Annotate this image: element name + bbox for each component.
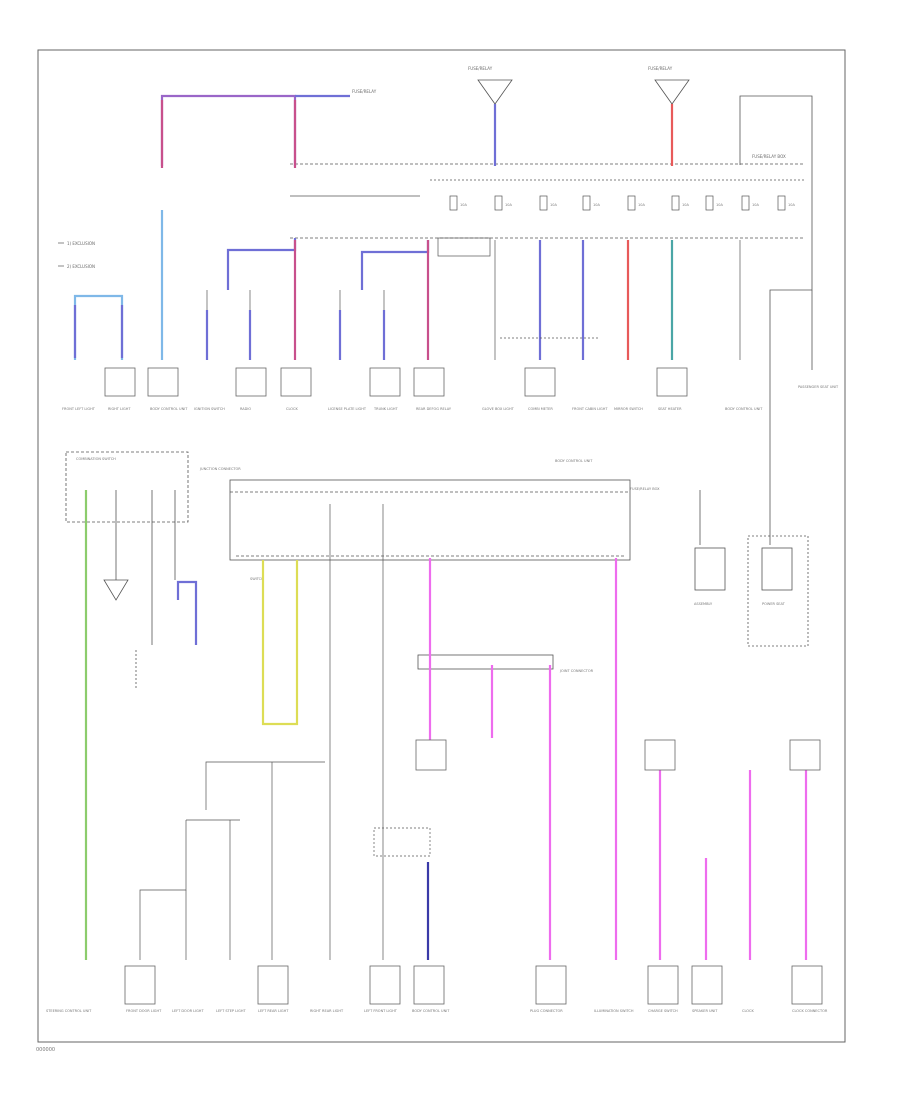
svg-text:FUSE/RELAY BOX: FUSE/RELAY BOX <box>752 154 786 159</box>
right-feed <box>739 95 813 440</box>
svg-text:JOINT CONNECTOR: JOINT CONNECTOR <box>559 669 594 673</box>
svg-text:CLOCK: CLOCK <box>742 1009 754 1013</box>
svg-text:POWER SEAT: POWER SEAT <box>762 602 786 606</box>
svg-text:IGNITION SWITCH: IGNITION SWITCH <box>194 407 225 411</box>
svg-text:SWITCH: SWITCH <box>250 577 264 581</box>
svg-text:COMBI METER: COMBI METER <box>528 407 553 411</box>
svg-text:ASSEMBLY: ASSEMBLY <box>694 602 713 606</box>
diagram-footer-code: 000000 <box>36 1047 56 1053</box>
svg-text:1) EXCLUSION: 1) EXCLUSION <box>67 241 95 246</box>
svg-text:FUSE/RELAY: FUSE/RELAY <box>352 89 377 94</box>
svg-text:CLOCK CONNECTOR: CLOCK CONNECTOR <box>792 1009 828 1013</box>
svg-text:ILLUMINATION SWITCH: ILLUMINATION SWITCH <box>594 1009 634 1013</box>
legend: 1) EXCLUSION 2) EXCLUSION <box>58 241 95 269</box>
middle-thin-wires <box>139 504 431 960</box>
svg-text:BODY CONTROL UNIT: BODY CONTROL UNIT <box>150 407 188 411</box>
svg-text:FRONT DOOR LIGHT: FRONT DOOR LIGHT <box>126 1009 162 1013</box>
top-wires <box>73 94 674 360</box>
svg-text:TRUNK LIGHT: TRUNK LIGHT <box>373 407 398 411</box>
svg-text:LICENSE PLATE LIGHT: LICENSE PLATE LIGHT <box>328 407 367 411</box>
top-thin-wires <box>206 237 741 360</box>
svg-text:STEERING CONTROL UNIT: STEERING CONTROL UNIT <box>46 1009 92 1013</box>
top-component-boxes <box>104 367 688 397</box>
svg-text:JUNCTION CONNECTOR: JUNCTION CONNECTOR <box>199 467 241 471</box>
svg-text:10A: 10A <box>716 203 723 207</box>
svg-text:BODY CONTROL UNIT: BODY CONTROL UNIT <box>555 459 593 463</box>
svg-text:GLOVE BOX LIGHT: GLOVE BOX LIGHT <box>482 407 515 411</box>
svg-text:LEFT DOOR LIGHT: LEFT DOOR LIGHT <box>172 1009 204 1013</box>
top-source-2: FUSE/RELAY <box>648 66 690 105</box>
svg-text:FUSE/RELAY: FUSE/RELAY <box>648 66 673 71</box>
svg-text:2) EXCLUSION: 2) EXCLUSION <box>67 264 95 269</box>
svg-text:SEAT HEATER: SEAT HEATER <box>658 407 682 411</box>
fuse-row <box>449 195 786 211</box>
svg-text:FRONT LEFT LIGHT: FRONT LEFT LIGHT <box>62 407 96 411</box>
svg-text:CLOCK: CLOCK <box>286 407 298 411</box>
svg-text:10A: 10A <box>682 203 689 207</box>
svg-text:BODY CONTROL UNIT: BODY CONTROL UNIT <box>725 407 763 411</box>
fuse-labels: 10A 10A 10A 10A 10A 10A 10A 10A 10A <box>460 203 795 207</box>
svg-text:10A: 10A <box>638 203 645 207</box>
svg-text:FUSE/RELAY: FUSE/RELAY <box>468 66 493 71</box>
svg-text:LEFT REAR LIGHT: LEFT REAR LIGHT <box>258 1009 289 1013</box>
svg-text:RIGHT REAR LIGHT: RIGHT REAR LIGHT <box>310 1009 344 1013</box>
svg-text:PASSENGER SEAT UNIT: PASSENGER SEAT UNIT <box>798 385 839 389</box>
svg-text:10A: 10A <box>593 203 600 207</box>
svg-text:10A: 10A <box>505 203 512 207</box>
middle-wires <box>84 490 808 960</box>
svg-text:RIGHT LIGHT: RIGHT LIGHT <box>108 407 131 411</box>
svg-text:FUSE/RELAY BOX: FUSE/RELAY BOX <box>630 487 660 491</box>
upper-bus <box>290 163 805 239</box>
svg-text:SPEAKER UNIT: SPEAKER UNIT <box>692 1009 718 1013</box>
svg-text:10A: 10A <box>752 203 759 207</box>
svg-text:COMBINATION SWITCH: COMBINATION SWITCH <box>76 457 116 461</box>
svg-text:FRONT CABIN LIGHT: FRONT CABIN LIGHT <box>572 407 608 411</box>
svg-text:RADIO: RADIO <box>240 407 251 411</box>
svg-text:10A: 10A <box>550 203 557 207</box>
svg-text:CHARGE SWITCH: CHARGE SWITCH <box>648 1009 678 1013</box>
svg-text:MIRROR SWITCH: MIRROR SWITCH <box>614 407 643 411</box>
bottom-component-labels: STEERING CONTROL UNIT FRONT DOOR LIGHT L… <box>46 1009 828 1013</box>
top-source-3: FUSE/RELAY <box>352 89 377 94</box>
diagram-border <box>37 49 846 1043</box>
svg-text:REAR DEFOG RELAY: REAR DEFOG RELAY <box>416 407 452 411</box>
svg-text:LEFT STEP LIGHT: LEFT STEP LIGHT <box>216 1009 246 1013</box>
svg-text:10A: 10A <box>788 203 795 207</box>
middle-frames <box>65 440 809 690</box>
bottom-component-boxes <box>124 965 823 1005</box>
svg-text:10A: 10A <box>460 203 467 207</box>
svg-text:BODY CONTROL UNIT: BODY CONTROL UNIT <box>412 1009 450 1013</box>
top-component-labels: FRONT LEFT LIGHT RIGHT LIGHT BODY CONTRO… <box>62 385 839 411</box>
svg-text:PLUG CONNECTOR: PLUG CONNECTOR <box>530 1009 563 1013</box>
mid-component-boxes <box>415 739 821 771</box>
svg-text:LEFT FRONT LIGHT: LEFT FRONT LIGHT <box>364 1009 398 1013</box>
middle-labels: COMBINATION SWITCH JUNCTION CONNECTOR BO… <box>76 457 786 673</box>
top-source-1: FUSE/RELAY <box>468 66 513 105</box>
